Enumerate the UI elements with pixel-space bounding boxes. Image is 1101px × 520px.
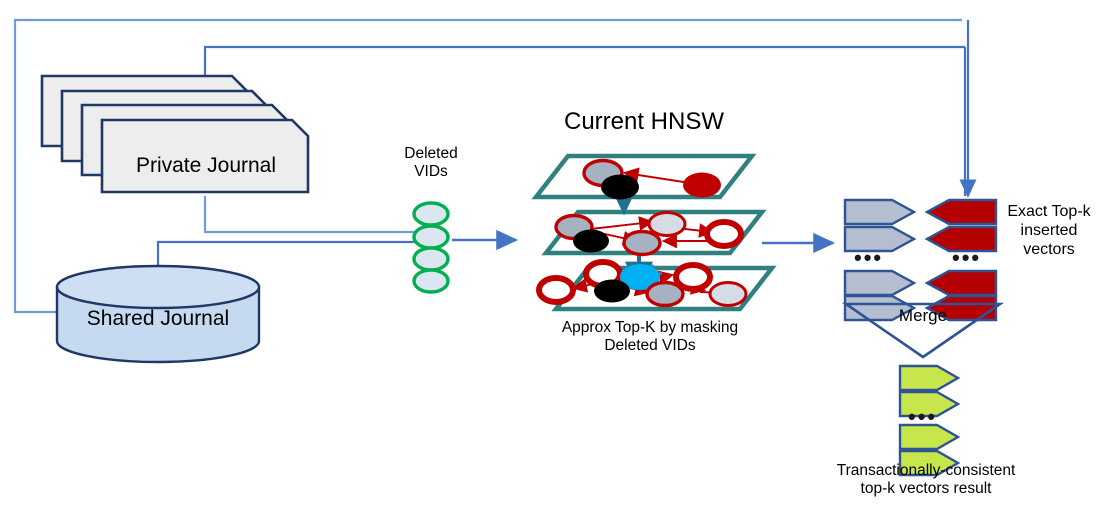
hnsw-layer-top bbox=[531, 153, 757, 200]
private-journal-label: Private Journal bbox=[135, 154, 277, 177]
deleted-vids-ellipses bbox=[412, 201, 450, 294]
result-column-ellipsis: ••• bbox=[908, 404, 938, 429]
approx-column-ellipsis: ••• bbox=[854, 245, 884, 270]
shared-journal-cylinder[interactable] bbox=[55, 264, 261, 364]
exact-topk-caption: Exact Top-k inserted vectors bbox=[1007, 203, 1091, 258]
merge-label: Merge bbox=[898, 306, 948, 325]
connector-private-to-vids bbox=[203, 196, 449, 241]
hnsw-edge bbox=[622, 167, 691, 184]
approx-topk-caption: Approx Top-K by masking Deleted VIDs bbox=[561, 319, 739, 355]
hnsw-layer-middle bbox=[541, 209, 767, 256]
hnsw-top-layer-nodes bbox=[582, 158, 721, 200]
shared-journal-label: Shared Journal bbox=[86, 307, 230, 330]
hnsw-bottom-layer-nodes bbox=[536, 259, 748, 308]
exact-chevron-column bbox=[924, 198, 998, 322]
deleted-vids-label: Deleted VIDs bbox=[404, 145, 458, 181]
result-caption: Transactionally-consistent top-k vectors… bbox=[836, 462, 1016, 498]
private-journal-stack[interactable] bbox=[40, 74, 310, 194]
connector-shared-to-vids bbox=[156, 233, 449, 274]
result-chevron-column bbox=[898, 364, 961, 477]
approx-chevron-column bbox=[843, 198, 917, 322]
merge-triangle bbox=[841, 302, 1005, 359]
exact-column-ellipsis: ••• bbox=[952, 245, 982, 270]
hnsw-title: Current HNSW bbox=[563, 108, 725, 135]
hnsw-middle-layer-nodes bbox=[554, 211, 744, 257]
